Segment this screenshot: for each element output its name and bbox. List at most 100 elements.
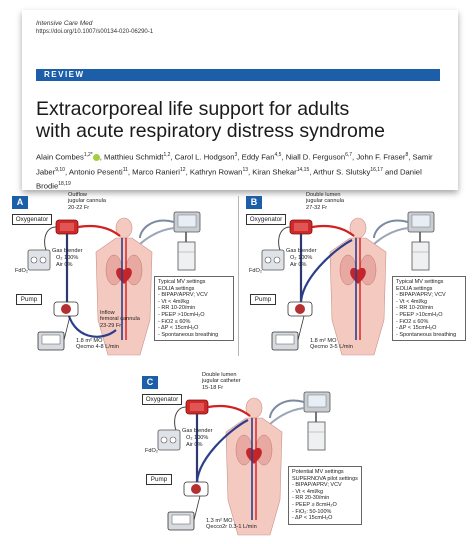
mv-setting-line: - RR 10-20/min: [158, 305, 196, 312]
fdo2-label: FdO₂: [249, 268, 263, 274]
ventilator-icon: [137, 211, 201, 271]
mv-setting-line: - ΔP < 15cmH₂O: [158, 325, 199, 332]
gas-blender-label: Gas blender: [182, 428, 213, 434]
ecmo-tubing: [174, 404, 251, 489]
doi-link[interactable]: https://doi.org/10.1007/s00134-020-06290…: [36, 29, 154, 35]
ecmo-circuit-diagram: [157, 391, 331, 536]
pump-label: Pump: [250, 294, 276, 305]
oxygenator-icon: [289, 219, 313, 235]
mv-setting-line: EOLIA settings: [396, 285, 433, 292]
o2-setting: O₂ 100%: [56, 255, 79, 261]
fdo2-label: FdO₂: [145, 448, 159, 454]
mv-setting-line: - Vt < 4ml/kg: [292, 488, 324, 495]
patient-body: [95, 217, 153, 356]
mv-setting-line: - FiO2 ≤ 60%: [158, 318, 191, 325]
o2-setting: O₂ 100%: [186, 435, 209, 441]
author-affiliation: 11: [122, 166, 128, 173]
section-banner: REVIEW: [36, 69, 440, 81]
oxygenator-icon: [55, 219, 79, 235]
author-name: Arthur S. Slutsky: [313, 167, 371, 177]
ventilator-icon: [267, 391, 331, 451]
author-affiliation: 6,7: [345, 152, 353, 158]
author-name: Matthieu Schmidt: [104, 152, 164, 162]
author-affiliation: 16,17: [370, 166, 383, 173]
heart-icon: [116, 267, 132, 284]
fdo2-label: FdO₂: [15, 268, 29, 274]
author-affiliation: 18,19: [58, 181, 71, 188]
author-affiliation: 8: [405, 152, 409, 158]
mv-setting-line: - BIPAP/APRV; VCV: [158, 292, 208, 299]
author-affiliation: 9,10: [55, 166, 65, 173]
air-setting: Air 0%: [290, 262, 307, 268]
mv-setting-line: - PEEP >10cmH₂O: [396, 311, 443, 318]
mv-setting-line: - ΔP < 15cmH₂O: [396, 325, 437, 332]
author-name: and Daniel Brodie: [36, 167, 422, 191]
ecmo-console-icon: [271, 315, 305, 351]
author-name: Eddy Fan: [241, 152, 275, 162]
o2-setting: O₂ 100%: [290, 255, 313, 261]
mv-setting-line: SUPERNOVA pilot settings: [292, 475, 358, 482]
panel-letter: A: [12, 196, 28, 209]
gas-blender-label: Gas blender: [52, 248, 83, 254]
mv-setting-line: - RR 20-30/min: [292, 495, 330, 502]
gas-blender-icon: [27, 249, 51, 271]
mv-setting-line: - FiO₂: 50-100%: [292, 508, 332, 515]
ecmo-console-icon: [37, 315, 71, 351]
author-name: Antonio Pesenti: [68, 167, 123, 177]
ventilator-icon: [371, 211, 435, 271]
author-name: Marco Ranieri: [132, 167, 181, 177]
pump-label: Pump: [146, 474, 172, 485]
author-affiliation: 3: [234, 152, 238, 158]
ecmo-circuit-diagram: [261, 211, 435, 356]
gas-blender-label: Gas blender: [286, 248, 317, 254]
mv-setting-line: - BIPAP/APRV; VCV: [396, 292, 446, 299]
author-affiliation: 1,2: [163, 152, 171, 158]
mv-setting-line: - PEEP ≥ 8cmH₂O: [292, 501, 337, 508]
title-line-1: Extracorporeal life support for adults: [36, 98, 350, 120]
author-name: Niall D. Ferguson: [285, 152, 346, 162]
ecmo-console-icon: [167, 495, 201, 531]
pump-icon: [287, 301, 313, 317]
author-affiliation: 14,15: [296, 166, 310, 173]
mv-setting-line: - ΔP < 15cmH₂O: [292, 515, 333, 522]
mv-setting-line: EOLIA settings: [158, 285, 195, 292]
author-name: John F. Fraser: [356, 152, 406, 162]
author-name: Kathryn Rowan: [189, 167, 243, 177]
oxygenator-label: Oxygenator: [12, 214, 52, 225]
heart-icon: [246, 447, 262, 464]
mv-setting-line: Typical MV settings: [396, 279, 444, 285]
mv-setting-line: - PEEP >10cmH₂O: [158, 311, 205, 318]
article-header: Intensive Care Med https://doi.org/10.10…: [22, 10, 458, 191]
orcid-icon[interactable]: [92, 154, 100, 162]
pump-icon: [53, 301, 79, 317]
mv-setting-line: - FiO2 ≤ 60%: [396, 318, 429, 325]
mv-setting-line: - Spontaneous breathing: [158, 331, 219, 338]
mv-setting-line: - Spontaneous breathing: [396, 331, 457, 338]
air-setting: Air 0%: [186, 442, 203, 448]
oxygenator-label: Oxygenator: [246, 214, 286, 225]
patient-body: [329, 217, 387, 356]
panel-letter: C: [142, 376, 158, 389]
mv-setting-line: Potential MV settings: [292, 469, 344, 475]
author-name: Alain Combes: [36, 152, 84, 162]
author-affiliation: 4,5: [274, 152, 282, 158]
panel-letter: B: [246, 196, 262, 209]
panel-divider: [238, 196, 239, 356]
mv-setting-line: - RR 10-20/min: [396, 305, 434, 312]
author-affiliation: 13: [242, 166, 248, 173]
journal-name: Intensive Care Med: [36, 20, 93, 27]
mv-setting-line: - Vt < 4ml/kg: [396, 298, 428, 305]
pump-label: Pump: [16, 294, 42, 305]
mv-setting-line: Typical MV settings: [158, 279, 206, 285]
patient-body: [225, 397, 283, 536]
article-title: Extracorporeal life support for adults w…: [36, 98, 446, 142]
